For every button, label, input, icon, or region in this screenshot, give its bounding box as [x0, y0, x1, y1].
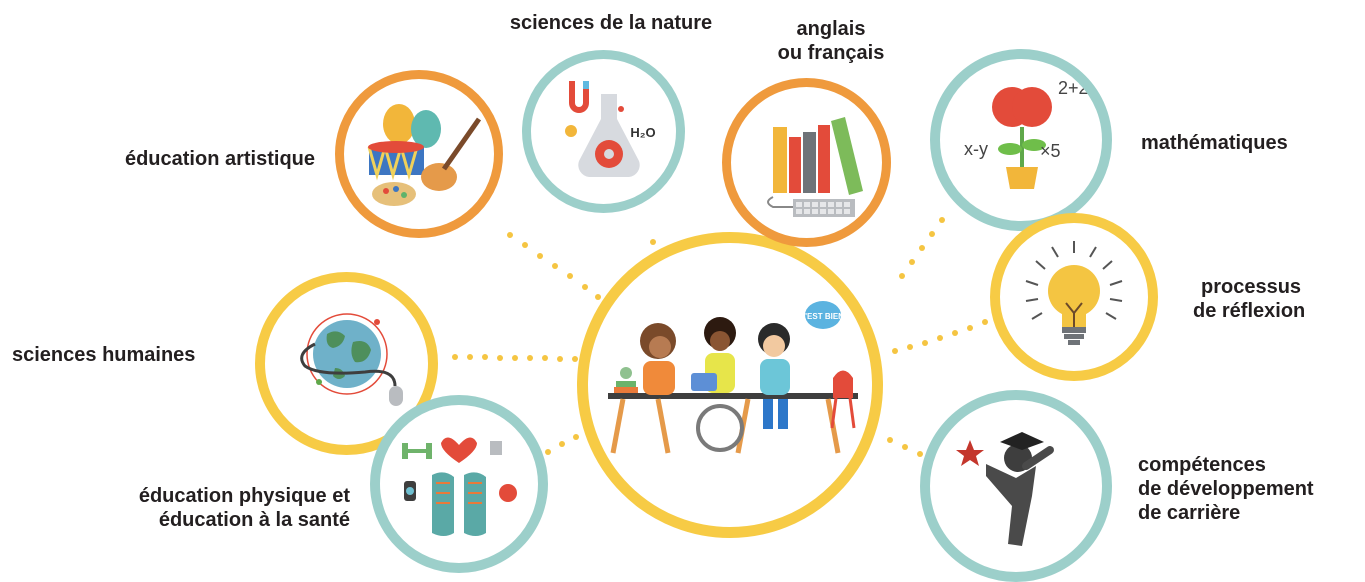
brain-plant-math-icon: 2+2 x-y ×5	[964, 78, 1089, 189]
theatre-masks-drum-guitar-palette-icon	[367, 104, 482, 206]
books-keyboard-icon	[767, 117, 863, 217]
language-label-line-1: anglais	[796, 18, 866, 40]
math-label-line: mathématiques	[1141, 132, 1288, 154]
social-label-line: sciences humaines	[12, 344, 196, 366]
career-circle	[920, 390, 1112, 582]
math-text-1: 2+2	[1058, 78, 1089, 98]
graduate-star-figure-icon	[956, 432, 1054, 546]
health-label-line-2: éducation à la santé	[158, 509, 350, 531]
arts-label-line: éducation artistique	[124, 148, 315, 170]
arts-circle	[335, 70, 503, 238]
math-text-3: ×5	[1040, 141, 1061, 161]
center-circle: C'EST BIEN!	[577, 232, 883, 538]
globe-mouse-icon	[300, 313, 403, 406]
thinking-label: processus de réflexion	[1193, 275, 1353, 323]
students-at-table-illustration: C'EST BIEN!	[608, 301, 858, 454]
lightbulb-icon	[1025, 241, 1123, 345]
language-label-line-2: ou français	[777, 42, 885, 64]
thinking-label-line-2: de réflexion	[1193, 300, 1306, 322]
arts-label: éducation artistique	[60, 147, 315, 171]
h2o-text: H₂O	[630, 125, 655, 140]
career-label-line-1: compétences	[1138, 454, 1266, 476]
math-circle: 2+2 x-y ×5	[930, 49, 1112, 231]
science-label: sciences de la nature	[480, 11, 742, 35]
sneakers-heart-dumbbell-icon	[402, 437, 517, 536]
science-circle: H₂O	[522, 50, 685, 213]
math-text-2: x-y	[964, 139, 988, 159]
language-label: anglais ou français	[756, 17, 906, 65]
health-label-line-1: éducation physique et	[138, 485, 350, 507]
health-label: éducation physique et éducation à la san…	[60, 484, 350, 532]
health-circle	[370, 395, 548, 573]
career-label-line-3: de carrière	[1138, 502, 1241, 524]
social-label: sciences humaines	[12, 343, 252, 367]
math-label: mathématiques	[1141, 131, 1341, 155]
thinking-label-line-1: processus	[1201, 276, 1302, 298]
thinking-circle	[990, 213, 1158, 381]
language-circle	[722, 78, 891, 247]
chemistry-flask-magnet-icon: H₂O	[565, 81, 656, 177]
career-label: compétences de développement de carrière	[1138, 453, 1353, 525]
speech-bubble-text: C'EST BIEN!	[799, 312, 846, 321]
career-label-line-2: de développement	[1138, 478, 1314, 500]
science-label-line: sciences de la nature	[509, 12, 713, 34]
